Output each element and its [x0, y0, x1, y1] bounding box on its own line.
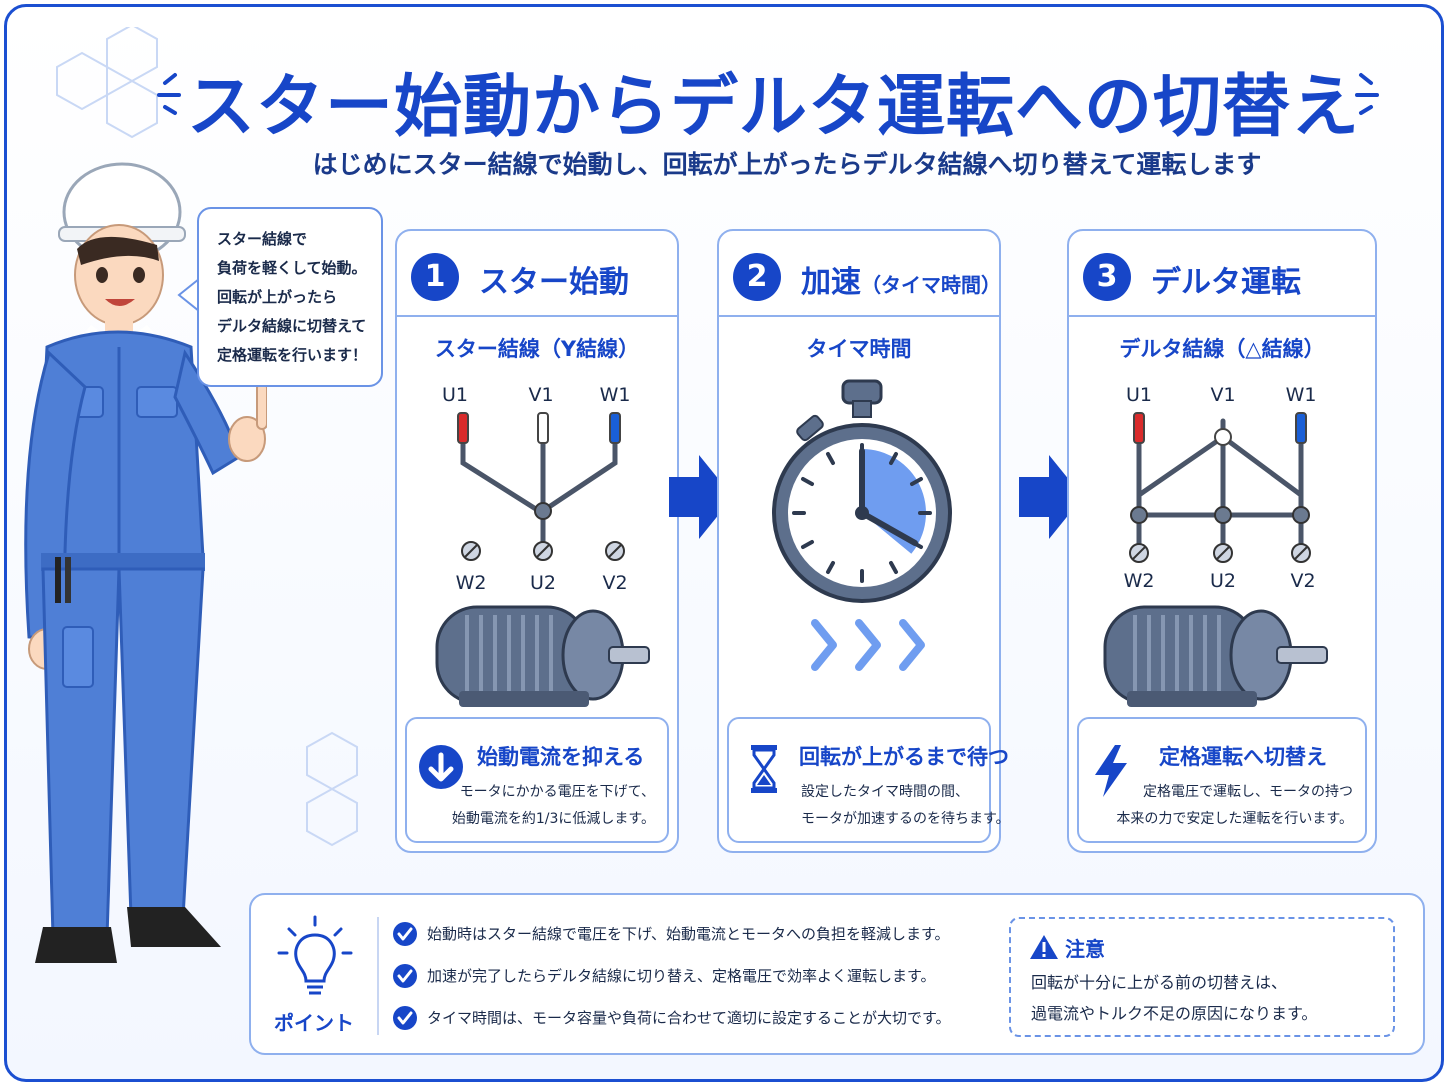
terminal-label: W1	[600, 384, 631, 406]
step-info-text: モータにかかる電圧を下げて、 始動電流を約1/3に低減します。	[451, 784, 655, 827]
point-text: 加速が完了したらデルタ結線に切り替え、定格電圧で効率よく運転します。	[427, 967, 936, 985]
terminal-label: V2	[602, 572, 627, 594]
step-arrow-icon	[1019, 455, 1083, 539]
sparkle-left-icon	[157, 73, 181, 115]
step-panel-header: 2 加速（タイマ時間）	[719, 231, 1001, 317]
point-divider	[377, 917, 379, 1035]
caution-box: 注意 回転が十分に上がる前の切替えは、 過電流やトルク不足の原因になります。	[1009, 917, 1395, 1037]
stopwatch-icon	[772, 379, 952, 671]
step-info-text: 設定したタイマ時間の間、 モータが加速するのを待ちます。	[801, 784, 1010, 827]
step-subtitle: スター結線（Y結線）	[434, 337, 640, 361]
motor-icon	[435, 605, 650, 707]
step-panel-header: 1 スター始動	[397, 231, 677, 317]
step-number-badge: 2	[733, 253, 781, 301]
lightbulb-icon	[277, 915, 353, 995]
motor-icon	[1103, 605, 1328, 707]
lightning-icon	[1095, 745, 1127, 797]
delta-wiring-diagram: U1 V1 W1 W2 U2 V2	[1103, 384, 1328, 707]
step-info-text: 定格電圧で運転し、モータの持つ 本来の力で安定した運転を行います。	[1116, 784, 1353, 827]
point-label: ポイント	[274, 1011, 354, 1035]
step-panel-star-start: 1 スター始動 スター結線（Y結線） U1 V1 W1 W2	[395, 229, 679, 853]
step-title: デルタ運転	[1151, 265, 1301, 300]
page-frame: スター始動からデルタ運転への切替え はじめにスター結線で始動し、回転が上がったら…	[4, 4, 1444, 1082]
step-info-card: 始動電流を抑える モータにかかる電圧を下げて、 始動電流を約1/3に低減します。	[405, 717, 669, 843]
speech-bubble-line: 定格運転を行います！	[217, 346, 368, 364]
step-number-badge: 1	[411, 253, 459, 301]
step-panel-delta-run: 3 デルタ運転 デルタ結線（△結線） U1 V1 W1	[1067, 229, 1377, 853]
point-summary-box: ポイント 始動時はスター結線で電圧を下げ、始動電流とモータへの負担を軽減します。…	[249, 893, 1425, 1055]
terminal-label: U1	[442, 384, 468, 406]
speech-bubble-line: 負荷を軽くして始動。	[217, 259, 367, 277]
terminal-label: V1	[528, 384, 553, 406]
step-info-card: 回転が上がるまで待つ 設定したタイマ時間の間、 モータが加速するのを待ちます。	[727, 717, 1010, 843]
progress-chevrons-icon	[811, 619, 925, 671]
step-info-title: 回転が上がるまで待つ	[799, 745, 1009, 769]
step-subtitle: タイマ時間	[806, 337, 912, 361]
check-circle-icon	[393, 1006, 417, 1030]
step-panel-acceleration: 2 加速（タイマ時間） タイマ時間	[717, 229, 1010, 853]
step-arrow-icon	[669, 455, 733, 539]
point-text: タイマ時間は、モータ容量や負荷に合わせて適切に設定することが大切です。	[427, 1009, 951, 1027]
page-subtitle: はじめにスター結線で始動し、回転が上がったらデルタ結線へ切り替えて運転します	[312, 150, 1262, 179]
warning-triangle-icon	[1030, 935, 1058, 959]
step-subtitle: デルタ結線（△結線）	[1119, 337, 1325, 361]
terminal-label: V2	[1290, 570, 1315, 592]
step-title: 加速（タイマ時間）	[801, 265, 1001, 300]
hexagon-decoration-top	[56, 27, 158, 139]
step-info-card: 定格運転へ切替え 定格電圧で運転し、モータの持つ 本来の力で安定した運転を行いま…	[1077, 717, 1367, 843]
step-number-badge: 3	[1083, 253, 1131, 301]
step-title: スター始動	[479, 265, 629, 300]
step-panel-header: 3 デルタ運転	[1069, 231, 1375, 317]
terminal-label: U2	[1210, 570, 1236, 592]
speech-bubble: スター結線で 負荷を軽くして始動。 回転が上がったら デルタ結線に切替えて 定格…	[197, 207, 383, 387]
terminal-label: W2	[456, 572, 487, 594]
step-info-title: 始動電流を抑える	[477, 745, 645, 769]
terminal-label: V1	[1210, 384, 1235, 406]
caution-text: 回転が十分に上がる前の切替えは、 過電流やトルク不足の原因になります。	[1031, 973, 1318, 1023]
speech-bubble-line: デルタ結線に切替えて	[217, 317, 367, 335]
sparkle-right-icon	[1355, 73, 1379, 115]
hexagon-decoration-left	[306, 731, 358, 847]
hourglass-icon	[751, 745, 777, 793]
point-text: 始動時はスター結線で電圧を下げ、始動電流とモータへの負担を軽減します。	[427, 925, 950, 943]
speech-bubble-line: 回転が上がったら	[217, 288, 338, 306]
terminal-label: U2	[530, 572, 556, 594]
terminal-label: W1	[1286, 384, 1317, 406]
check-circle-icon	[393, 922, 417, 946]
star-wiring-diagram: U1 V1 W1 W2 U2 V2	[435, 384, 650, 707]
caution-title: 注意	[1065, 937, 1105, 961]
worker-illustration	[24, 162, 267, 963]
page-title: スター始動からデルタ運転への切替え	[187, 68, 1361, 147]
check-circle-icon	[393, 964, 417, 988]
arrow-down-circle-icon	[419, 745, 463, 789]
terminal-label: W2	[1124, 570, 1155, 592]
terminal-label: U1	[1126, 384, 1152, 406]
step-info-title: 定格運転へ切替え	[1159, 745, 1327, 769]
speech-bubble-line: スター結線で	[217, 230, 308, 248]
